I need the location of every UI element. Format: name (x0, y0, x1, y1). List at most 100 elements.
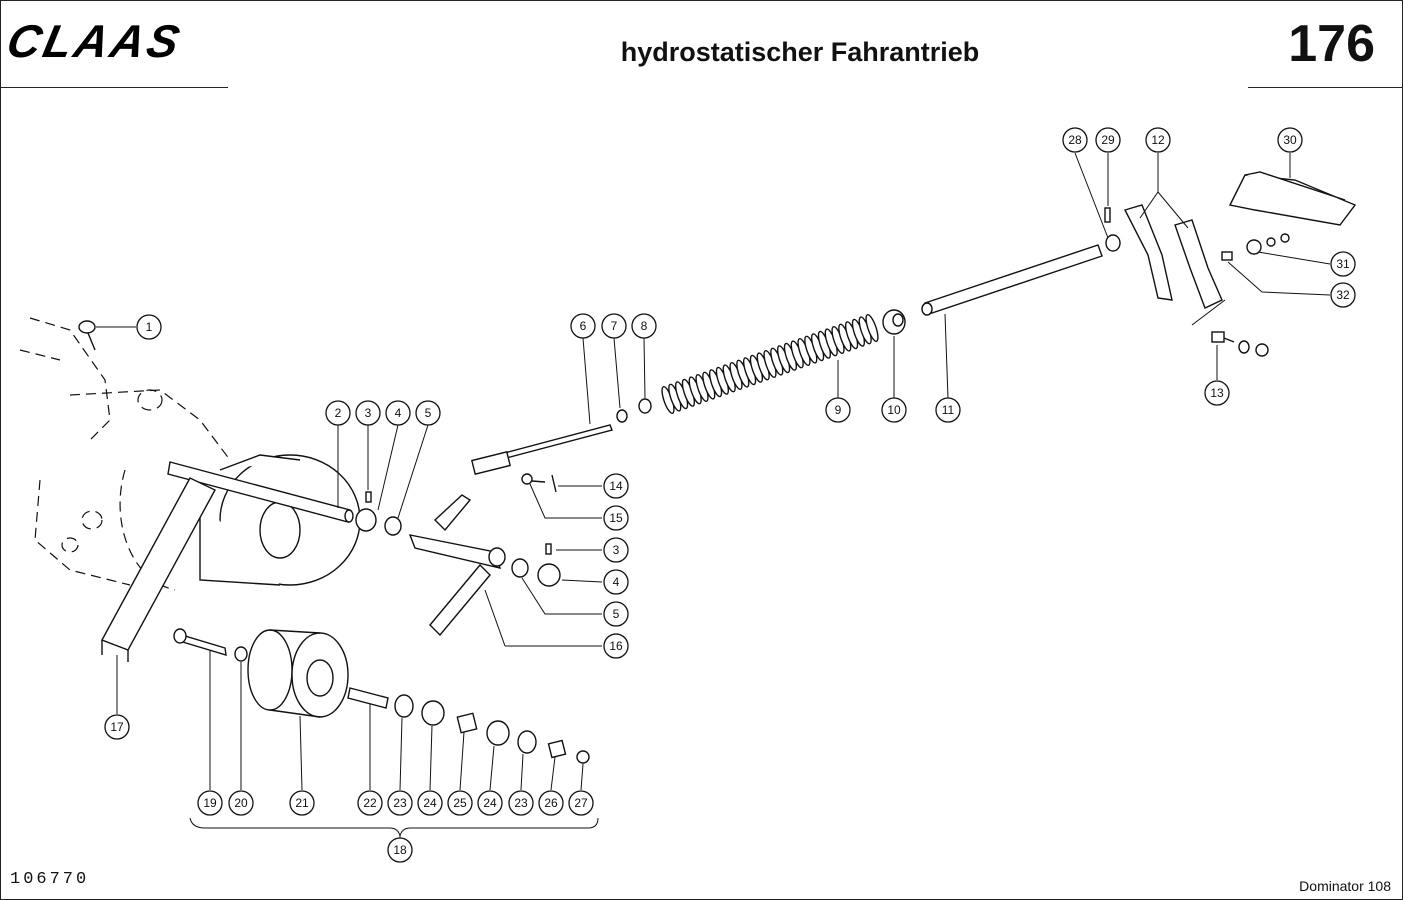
part-collar-10 (882, 309, 906, 398)
callout-label: 4 (395, 406, 402, 420)
callout-label: 25 (453, 796, 467, 810)
callout-label: 1 (146, 320, 153, 334)
callout-label: 15 (609, 511, 623, 525)
callout-label: 5 (425, 406, 432, 420)
drawing-number: 106770 (10, 870, 90, 889)
callout-circle (1204, 380, 1230, 406)
callout-circle (1277, 127, 1303, 153)
callout-c24a: 24 (417, 790, 443, 816)
callout-c3a: 3 (355, 400, 381, 426)
callout-circle (228, 790, 254, 816)
callout-c15: 15 (603, 505, 629, 531)
callout-c17: 17 (104, 714, 130, 740)
callout-c30: 30 (1277, 127, 1303, 153)
callout-c3b: 3 (603, 537, 629, 563)
callout-label: 4 (613, 575, 620, 589)
callout-label: 6 (580, 319, 587, 333)
callout-circle (387, 837, 413, 863)
part-bracket-16 (408, 494, 602, 647)
callout-circle (538, 790, 564, 816)
callout-label: 16 (609, 639, 623, 653)
callout-label: 24 (483, 796, 497, 810)
part-shaft-2 (167, 425, 354, 523)
callout-circle (289, 790, 315, 816)
callout-label: 7 (611, 319, 618, 333)
part-spring-9 (661, 313, 879, 415)
callout-label: 14 (609, 479, 623, 493)
callout-c22: 22 (357, 790, 383, 816)
callout-label: 8 (641, 319, 648, 333)
callout-c5b: 5 (603, 601, 629, 627)
callout-c2: 2 (325, 400, 351, 426)
callout-label: 19 (203, 796, 217, 810)
part-set-3-4-5-lower (511, 543, 603, 615)
callout-c20: 20 (228, 790, 254, 816)
callout-label: 23 (393, 796, 407, 810)
callout-circle (477, 790, 503, 816)
callout-circle (325, 400, 351, 426)
callout-circle (1145, 127, 1171, 153)
callout-c4a: 4 (385, 400, 411, 426)
part-bolt-1 (78, 320, 136, 351)
spring-coil (865, 313, 879, 343)
callout-label: 2 (335, 406, 342, 420)
callout-label: 31 (1336, 257, 1350, 271)
page-title: hydrostatischer Fahrantrieb (620, 37, 980, 67)
part-drum (199, 454, 361, 586)
callout-c23b: 23 (508, 790, 534, 816)
callout-circle (935, 397, 961, 423)
callout-c16: 16 (603, 633, 629, 659)
callout-circle (825, 397, 851, 423)
callout-label: 3 (613, 543, 620, 557)
callout-circle (136, 314, 162, 340)
callout-c28: 28 (1062, 127, 1088, 153)
callout-label: 21 (295, 796, 309, 810)
callout-circle (881, 397, 907, 423)
part-cover-30 (1228, 153, 1357, 226)
callout-circle (603, 473, 629, 499)
part-lever-17 (101, 477, 216, 714)
callout-label: 30 (1283, 133, 1297, 147)
callout-label: 5 (613, 607, 620, 621)
callout-c10: 10 (881, 397, 907, 423)
callout-label: 26 (544, 796, 558, 810)
callout-label: 13 (1210, 386, 1224, 400)
callout-circle (387, 790, 413, 816)
callout-c6: 6 (570, 313, 596, 339)
callout-circle (603, 537, 629, 563)
part-nut-28-29 (1074, 152, 1121, 252)
callout-c19: 19 (197, 790, 223, 816)
callout-circle (197, 790, 223, 816)
callout-circle (631, 313, 657, 339)
callout-circle (1330, 282, 1356, 308)
part-roller-group (173, 628, 590, 791)
callout-label: 22 (363, 796, 377, 810)
callout-circle (385, 400, 411, 426)
callout-c7: 7 (601, 313, 627, 339)
callout-circle (603, 601, 629, 627)
callout-circle (568, 790, 594, 816)
callout-circle (603, 633, 629, 659)
callout-circle (415, 400, 441, 426)
callout-label: 28 (1068, 133, 1082, 147)
callout-label: 20 (234, 796, 248, 810)
callout-circle (570, 313, 596, 339)
callout-label: 27 (574, 796, 588, 810)
callout-c26: 26 (538, 790, 564, 816)
callout-c9: 9 (825, 397, 851, 423)
callout-c23a: 23 (387, 790, 413, 816)
part-rod-6 (470, 337, 652, 475)
callout-c12: 12 (1145, 127, 1171, 153)
header-rule-left (0, 87, 228, 88)
callout-c18: 18 (387, 837, 413, 863)
callout-c4b: 4 (603, 569, 629, 595)
part-set-3-4-5-upper (355, 424, 429, 536)
callout-c14: 14 (603, 473, 629, 499)
callout-label: 23 (514, 796, 528, 810)
callout-c29: 29 (1095, 127, 1121, 153)
part-fasteners-31-32 (1221, 233, 1331, 296)
callout-label: 24 (423, 796, 437, 810)
callout-circle (355, 400, 381, 426)
callout-c11: 11 (935, 397, 961, 423)
